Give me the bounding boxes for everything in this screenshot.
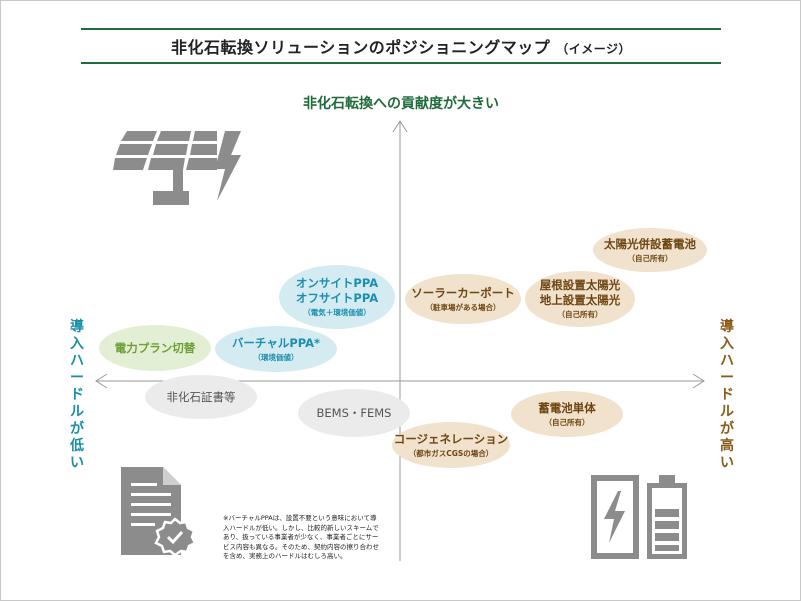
onsite-ppa-label: オンサイトPPA <box>295 276 379 290</box>
vertical-char: ハ <box>720 353 734 369</box>
bubble-solar-battery: 太陽光併設蓄電池 （自己所有） <box>593 228 707 272</box>
bubble-virtual-ppa: バーチャルPPA* （環境価値） <box>215 326 337 372</box>
title-main: 非化石転換ソリューションのポジショニングマップ <box>171 38 551 57</box>
vertical-char: 導 <box>720 319 734 335</box>
vertical-char: い <box>70 455 84 471</box>
page-title: 非化石転換ソリューションのポジショニングマップ （イメージ） <box>171 34 631 58</box>
bubble-battery-only: 蓄電池単体 （自己所有） <box>511 391 623 437</box>
solar-panel-icon <box>113 131 241 205</box>
vertical-char: 入 <box>720 336 734 352</box>
rooftop-solar-note: （自己所有） <box>557 310 603 319</box>
bubble-nonfossil-certificate: 非化石証書等 <box>145 375 257 419</box>
horizontal-axis-arrow-right <box>692 373 705 389</box>
onsite-ppa-note: （電気＋環境価値） <box>303 308 371 317</box>
rooftop-solar-label: 屋根設置太陽光 <box>539 278 621 292</box>
vertical-char: ド <box>720 387 734 403</box>
cogeneration-note: （都市ガスCGSの場合） <box>408 448 494 458</box>
vertical-char: 入 <box>70 336 84 352</box>
solar-battery-label: 太陽光併設蓄電池 <box>604 236 696 251</box>
cogeneration-label: コージェネレーション <box>393 431 509 446</box>
battery-storage-icon <box>591 475 687 559</box>
bubble-solar-carport: ソーラーカーポート （駐車場がある場合） <box>405 274 521 324</box>
vertical-char: ル <box>70 404 84 420</box>
vertical-char: い <box>720 455 734 471</box>
bubble-onsite-offsite-ppa: オンサイトPPA オフサイトPPA （電気＋環境価値） <box>279 265 395 329</box>
power-plan-label: 電力プラン切替 <box>114 340 196 355</box>
nonfossil-cert-label: 非化石証書等 <box>166 389 236 404</box>
title-suffix: （イメージ） <box>556 42 631 56</box>
battery-only-label: 蓄電池単体 <box>538 400 596 415</box>
vertical-char: が <box>70 421 84 437</box>
axis-label-top: 非化石転換への貢献度が大きい <box>303 96 499 112</box>
bems-label: BEMS・FEMS <box>316 405 392 420</box>
ground-solar-label: 地上設置太陽光 <box>539 293 621 307</box>
bubble-power-plan: 電力プラン切替 <box>99 325 211 371</box>
vertical-char: ド <box>70 387 84 403</box>
axis-label-left: 導入ハードルが低い <box>67 319 87 472</box>
title-bar: 非化石転換ソリューションのポジショニングマップ （イメージ） <box>81 28 721 64</box>
solar-carport-label: ソーラーカーポート <box>411 285 515 300</box>
bubble-rooftop-ground-solar: 屋根設置太陽光 地上設置太陽光 （自己所有） <box>525 271 635 327</box>
vertical-char: ル <box>720 404 734 420</box>
vertical-char: 低 <box>70 438 84 454</box>
solar-battery-note: （自己所有） <box>627 253 673 263</box>
axis-label-right: 導入ハードルが高い <box>717 319 737 472</box>
certificate-icon <box>121 467 197 557</box>
vertical-char: ハ <box>70 353 84 369</box>
vertical-char: 導 <box>70 319 84 335</box>
bubble-cogeneration: コージェネレーション （都市ガスCGSの場合） <box>392 422 510 468</box>
bubble-bems-fems: BEMS・FEMS <box>298 389 410 437</box>
vertical-char: が <box>720 421 734 437</box>
vertical-char: ー <box>720 370 734 386</box>
vertical-char: 高 <box>720 438 734 454</box>
battery-only-note: （自己所有） <box>544 417 590 427</box>
virtual-ppa-label: バーチャルPPA* <box>231 335 321 350</box>
virtual-ppa-note: （環境価値） <box>253 352 299 362</box>
footnote: ※バーチャルPPAは、設置不要という意味において導入ハードルが低い。しかし、比較… <box>223 514 379 560</box>
offsite-ppa-label: オフサイトPPA <box>295 291 379 305</box>
vertical-char: ー <box>70 370 84 386</box>
horizontal-axis-arrow-left <box>95 373 108 389</box>
solar-carport-note: （駐車場がある場合） <box>425 302 501 312</box>
vertical-axis-arrow <box>392 120 408 133</box>
